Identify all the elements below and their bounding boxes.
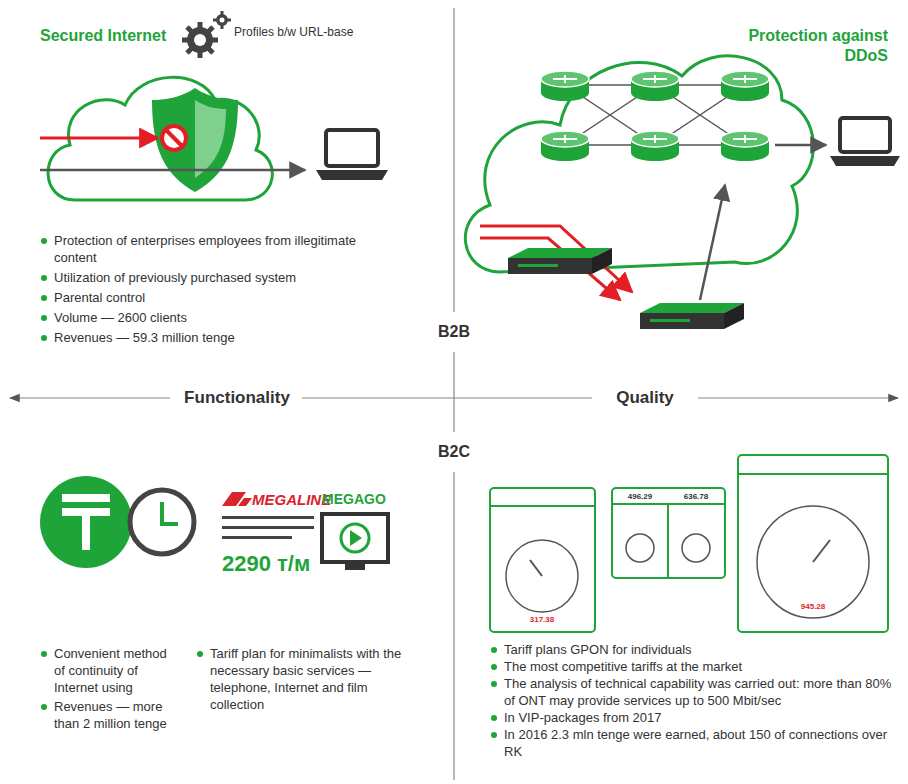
traffic-arrow: [775, 144, 826, 147]
router-icons: [541, 71, 769, 161]
router-icon: [541, 131, 589, 161]
bullet-item: Convenient method of continuity of Inter…: [40, 645, 168, 696]
clock-icon: [130, 490, 194, 554]
bullet-item: Revenues — more than 2 million tenge: [40, 698, 168, 732]
monitor-icon: [322, 514, 388, 570]
server-icon: [508, 248, 612, 274]
speed-value: 496.29: [615, 493, 665, 501]
quadrant-axes: [10, 8, 898, 780]
router-icon: [721, 131, 769, 161]
laptop-icon: [830, 118, 900, 166]
speed-value: 636.78: [671, 493, 721, 501]
router-icon: [541, 71, 589, 101]
clean-traffic-arrow: [700, 185, 725, 300]
bullet-item: Utilization of previously purchased syst…: [40, 269, 370, 286]
segment-label: B2C: [419, 442, 489, 463]
router-mesh: [565, 85, 745, 145]
bullet-item: Volume — 2600 clients: [40, 309, 370, 326]
bullet-item: Revenues — 59.3 million tenge: [40, 329, 370, 346]
section-heading: Protection against DDoS: [718, 26, 888, 66]
traffic-arrow: [40, 169, 305, 172]
ddos-arrows: [480, 226, 632, 300]
price-label: 2290 т/м: [222, 550, 322, 579]
block-sign: [162, 126, 186, 150]
bullet-item: In VIP-packages from 2017: [490, 709, 895, 726]
laptop-icon: [316, 130, 388, 180]
speed-screen: [490, 455, 888, 632]
filter-server-icon: [640, 303, 744, 329]
gear-icon: [182, 11, 231, 58]
bullet-item: The analysis of technical capability was…: [490, 675, 895, 709]
bullet-item: Protection of enterprises employees from…: [40, 232, 370, 266]
section-heading: Secured Internet: [40, 26, 190, 46]
router-icon: [631, 131, 679, 161]
axis-label: Functionality: [172, 387, 302, 409]
speed-value: 317.38: [517, 616, 567, 624]
router-icon: [721, 71, 769, 101]
bullet-item: The most competitive tariffs at the mark…: [490, 658, 895, 675]
cloud: [465, 56, 813, 272]
bullet-item: In 2016 2.3 mln tenge were earned, about…: [490, 726, 895, 760]
segment-label: B2B: [419, 322, 489, 343]
bullet-item: Parental control: [40, 289, 370, 306]
bullet-item: Tariff plan for minimalists with the nec…: [196, 645, 406, 713]
brand-logo: MEGAGO: [322, 490, 402, 508]
note-label: Profiles b/w URL-base: [234, 25, 414, 41]
speed-value: 945.28: [788, 603, 838, 611]
shield: [152, 88, 238, 192]
tenge-icon: [40, 476, 132, 568]
blocked-arrow: [40, 137, 158, 140]
bullet-item: Tariff plans GPON for individuals: [490, 641, 895, 658]
router-icon: [631, 71, 679, 101]
axis-label: Quality: [592, 387, 698, 409]
